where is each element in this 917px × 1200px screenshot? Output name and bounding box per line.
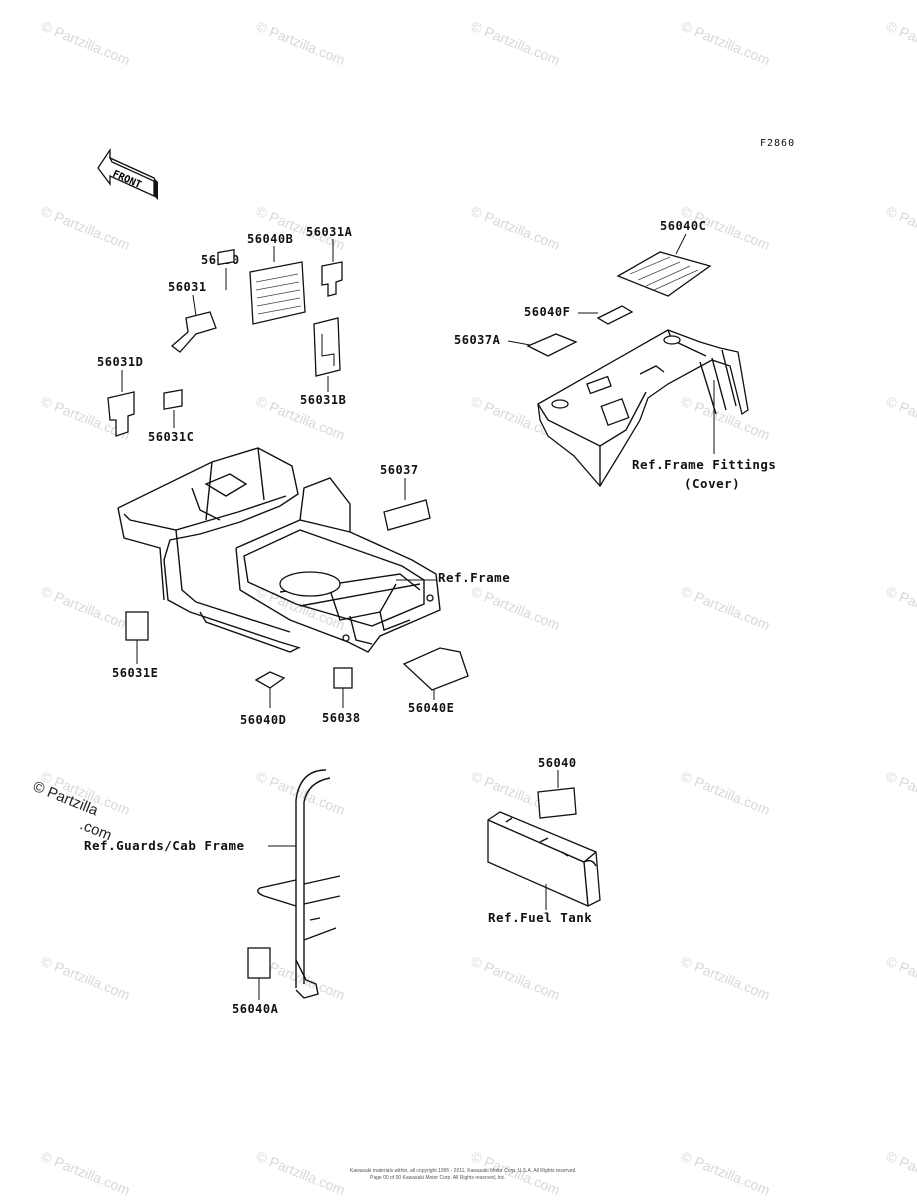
footer-copyright-line2: Page 00 of 00 Kawasaki Motor Corp. All R… — [370, 1175, 506, 1181]
watermark-tile: © Partzilla.com — [469, 583, 562, 633]
watermark-layer: © Partzilla.com © Partzilla.com © Partzill… — [39, 18, 917, 1198]
watermark-tile: © Partzilla.com — [469, 953, 562, 1003]
ref-frame-fittings-cover[interactable]: (Cover) — [684, 476, 740, 491]
decal-56040E — [402, 647, 469, 691]
footer-copyright: Kawasaki materials within, all copyright… — [350, 1168, 577, 1174]
watermark-tile: © Partzilla.com — [679, 768, 772, 818]
watermark-tile: © Partzilla.com — [884, 953, 917, 1003]
watermark-tile: © Partzilla.com — [39, 1148, 132, 1198]
decal-56037A — [526, 333, 578, 357]
watermark-tile: © Partzilla.com — [39, 953, 132, 1003]
watermark-tile: © Partzilla.com — [884, 203, 917, 253]
cover-frame-fittings — [537, 329, 749, 488]
part-label-56040C[interactable]: 56040C — [660, 219, 706, 233]
part-label-56031D[interactable]: 56031D — [97, 355, 143, 369]
decal-56030 — [217, 248, 235, 266]
decal-56031E — [125, 611, 149, 641]
watermark-tile: © Partzilla.com — [469, 203, 562, 253]
watermark-tile: © Partzilla.com — [679, 953, 772, 1003]
watermark-tile: © Partzilla.com — [884, 768, 917, 818]
watermark-tile: © Partzilla.com — [254, 18, 347, 68]
watermark-tile: © Partzilla.com — [679, 1148, 772, 1198]
watermark-tile: © Partzilla.com — [884, 18, 917, 68]
watermark-tile: © Partzilla.com — [39, 18, 132, 68]
decal-56031 — [170, 311, 217, 353]
fuel-tank — [487, 811, 601, 907]
watermark-tile: © Partzilla.com — [679, 393, 772, 443]
watermark-tile: © Partzilla.com — [679, 18, 772, 68]
part-label-56031[interactable]: 56031 — [168, 280, 207, 294]
part-label-56040[interactable]: 56040 — [538, 756, 577, 770]
part-label-56037[interactable]: 56037 — [380, 463, 419, 477]
ref-frame-fittings[interactable]: Ref.Frame Fittings — [632, 457, 776, 472]
part-label-56040F[interactable]: 56040F — [524, 305, 570, 319]
decal-56031D — [107, 391, 135, 437]
decal-56040F — [596, 305, 634, 325]
watermark-tile: © Partzilla.com — [884, 393, 917, 443]
part-label-56031B[interactable]: 56031B — [300, 393, 346, 407]
decal-56038 — [333, 667, 353, 689]
watermark-tile: © Partzilla.com — [884, 583, 917, 633]
part-label-56031C[interactable]: 56031C — [148, 430, 194, 444]
part-label-56040D[interactable]: 56040D — [240, 713, 286, 727]
part-label-56040B[interactable]: 56040B — [247, 232, 293, 246]
front-arrow-icon: FRONT — [97, 147, 158, 200]
part-label-56038[interactable]: 56038 — [322, 711, 361, 725]
figure-code: F2860 — [760, 138, 795, 149]
watermark-tile: © Partzilla.com — [254, 768, 347, 818]
part-label-56037A[interactable]: 56037A — [454, 333, 501, 347]
part-label-56031E[interactable]: 56031E — [112, 666, 158, 680]
ref-fuel-tank[interactable]: Ref.Fuel Tank — [488, 910, 592, 925]
decal-56031A — [321, 261, 343, 297]
part-label-56031A[interactable]: 56031A — [306, 225, 353, 239]
part-label-56040E[interactable]: 56040E — [408, 701, 454, 715]
ref-frame[interactable]: Ref.Frame — [438, 570, 510, 585]
decal-56031C — [163, 389, 183, 410]
guards-cab-frame — [257, 769, 341, 999]
main-frame — [117, 447, 441, 653]
decal-56040D — [254, 671, 286, 689]
decal-56040 — [537, 787, 577, 819]
decal-56031B — [313, 317, 341, 377]
watermark-tile: © Partzilla.com — [254, 1148, 347, 1198]
watermark-tile: © Partzilla.com — [469, 18, 562, 68]
watermark-tile: © Partzilla.com — [39, 583, 132, 633]
part-label-56040A[interactable]: 56040A — [232, 1002, 279, 1016]
watermark-tile: © Partzilla.com — [39, 203, 132, 253]
decal-56040B — [249, 261, 306, 325]
decal-56037 — [383, 499, 431, 531]
watermark-tile: © Partzilla.com — [679, 583, 772, 633]
watermark-tile: © Partzilla.com — [884, 1148, 917, 1198]
decal-56040C — [616, 251, 712, 297]
ref-guards-cab-frame[interactable]: Ref.Guards/Cab Frame — [84, 838, 245, 853]
decal-56040A — [247, 947, 271, 979]
